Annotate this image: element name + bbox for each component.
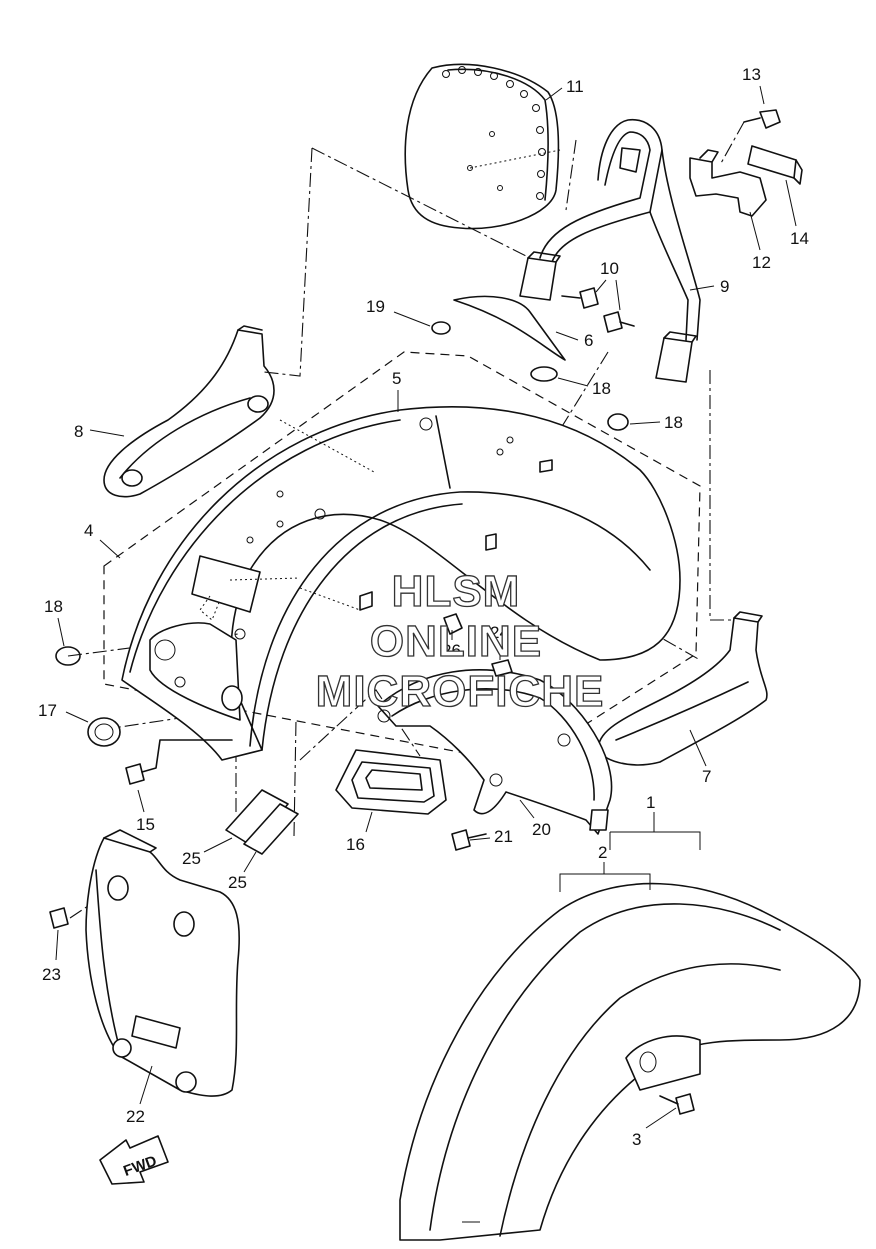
bolt-10a — [561, 287, 599, 309]
bolt-21 — [451, 829, 487, 851]
label-p25a: 25 — [182, 849, 201, 868]
label-p25b: 25 — [228, 873, 247, 892]
watermark-line-2: ONLINE — [370, 617, 542, 666]
backrest-pad — [404, 63, 561, 230]
label-p5: 5 — [392, 369, 401, 388]
label-p22: 22 — [126, 1107, 145, 1126]
label-p18b: 18 — [592, 379, 611, 398]
watermark-line-1: HLSM — [392, 567, 521, 616]
cover-14 — [747, 145, 803, 185]
bolt-23 — [49, 907, 69, 929]
watermark: HLSM ONLINE MICROFICHE — [315, 566, 605, 716]
grab-bar-right — [597, 611, 768, 766]
label-p2: 2 — [598, 843, 607, 862]
label-p11: 11 — [566, 77, 584, 96]
bracket-12 — [689, 149, 767, 217]
label-p3: 3 — [632, 1130, 641, 1149]
grommet-18b — [530, 366, 558, 382]
label-p13: 13 — [742, 65, 761, 84]
label-p19: 19 — [366, 297, 385, 316]
label-p18a: 18 — [44, 597, 63, 616]
label-p4: 4 — [84, 521, 93, 540]
label-p16: 16 — [346, 835, 365, 854]
grommet-18c — [607, 413, 629, 431]
label-p15: 15 — [136, 815, 155, 834]
washer-19 — [431, 321, 451, 335]
label-p6: 6 — [584, 331, 593, 350]
label-p26: 26 — [442, 641, 461, 660]
reflector-16 — [335, 749, 447, 815]
grommet-17 — [87, 717, 121, 747]
bolt-10b — [603, 311, 635, 333]
fwd-arrow: FWD — [99, 1135, 169, 1185]
label-p12: 12 — [752, 253, 771, 272]
bolt-3 — [659, 1093, 695, 1115]
label-p20: 20 — [532, 820, 551, 839]
plate-6 — [453, 295, 566, 361]
rear-fender-5 — [121, 405, 681, 761]
backrest-bar — [519, 119, 701, 383]
stickers-25 — [225, 789, 299, 855]
label-p17: 17 — [38, 701, 57, 720]
label-p10: 10 — [600, 259, 619, 278]
label-p23: 23 — [42, 965, 61, 984]
part-labels: 1 2 3 4 5 6 7 8 9 10 11 12 13 14 15 16 1… — [38, 65, 809, 1149]
bolt-13 — [719, 109, 781, 166]
side-cover-22 — [85, 829, 240, 1097]
label-p21: 21 — [494, 827, 513, 846]
clip-26 — [443, 613, 463, 635]
label-p8: 8 — [74, 422, 83, 441]
label-p24: 24 — [490, 623, 509, 642]
label-p14: 14 — [790, 229, 809, 248]
label-p18c: 18 — [664, 413, 683, 432]
clip-24 — [491, 659, 513, 677]
watermark-line-3: MICROFICHE — [316, 667, 605, 716]
label-p7: 7 — [702, 767, 711, 786]
label-p1: 1 — [646, 793, 655, 812]
front-fender-1 — [399, 882, 861, 1241]
label-p9: 9 — [720, 277, 729, 296]
bolt-15 — [125, 739, 233, 785]
grab-bar-left — [103, 325, 275, 498]
